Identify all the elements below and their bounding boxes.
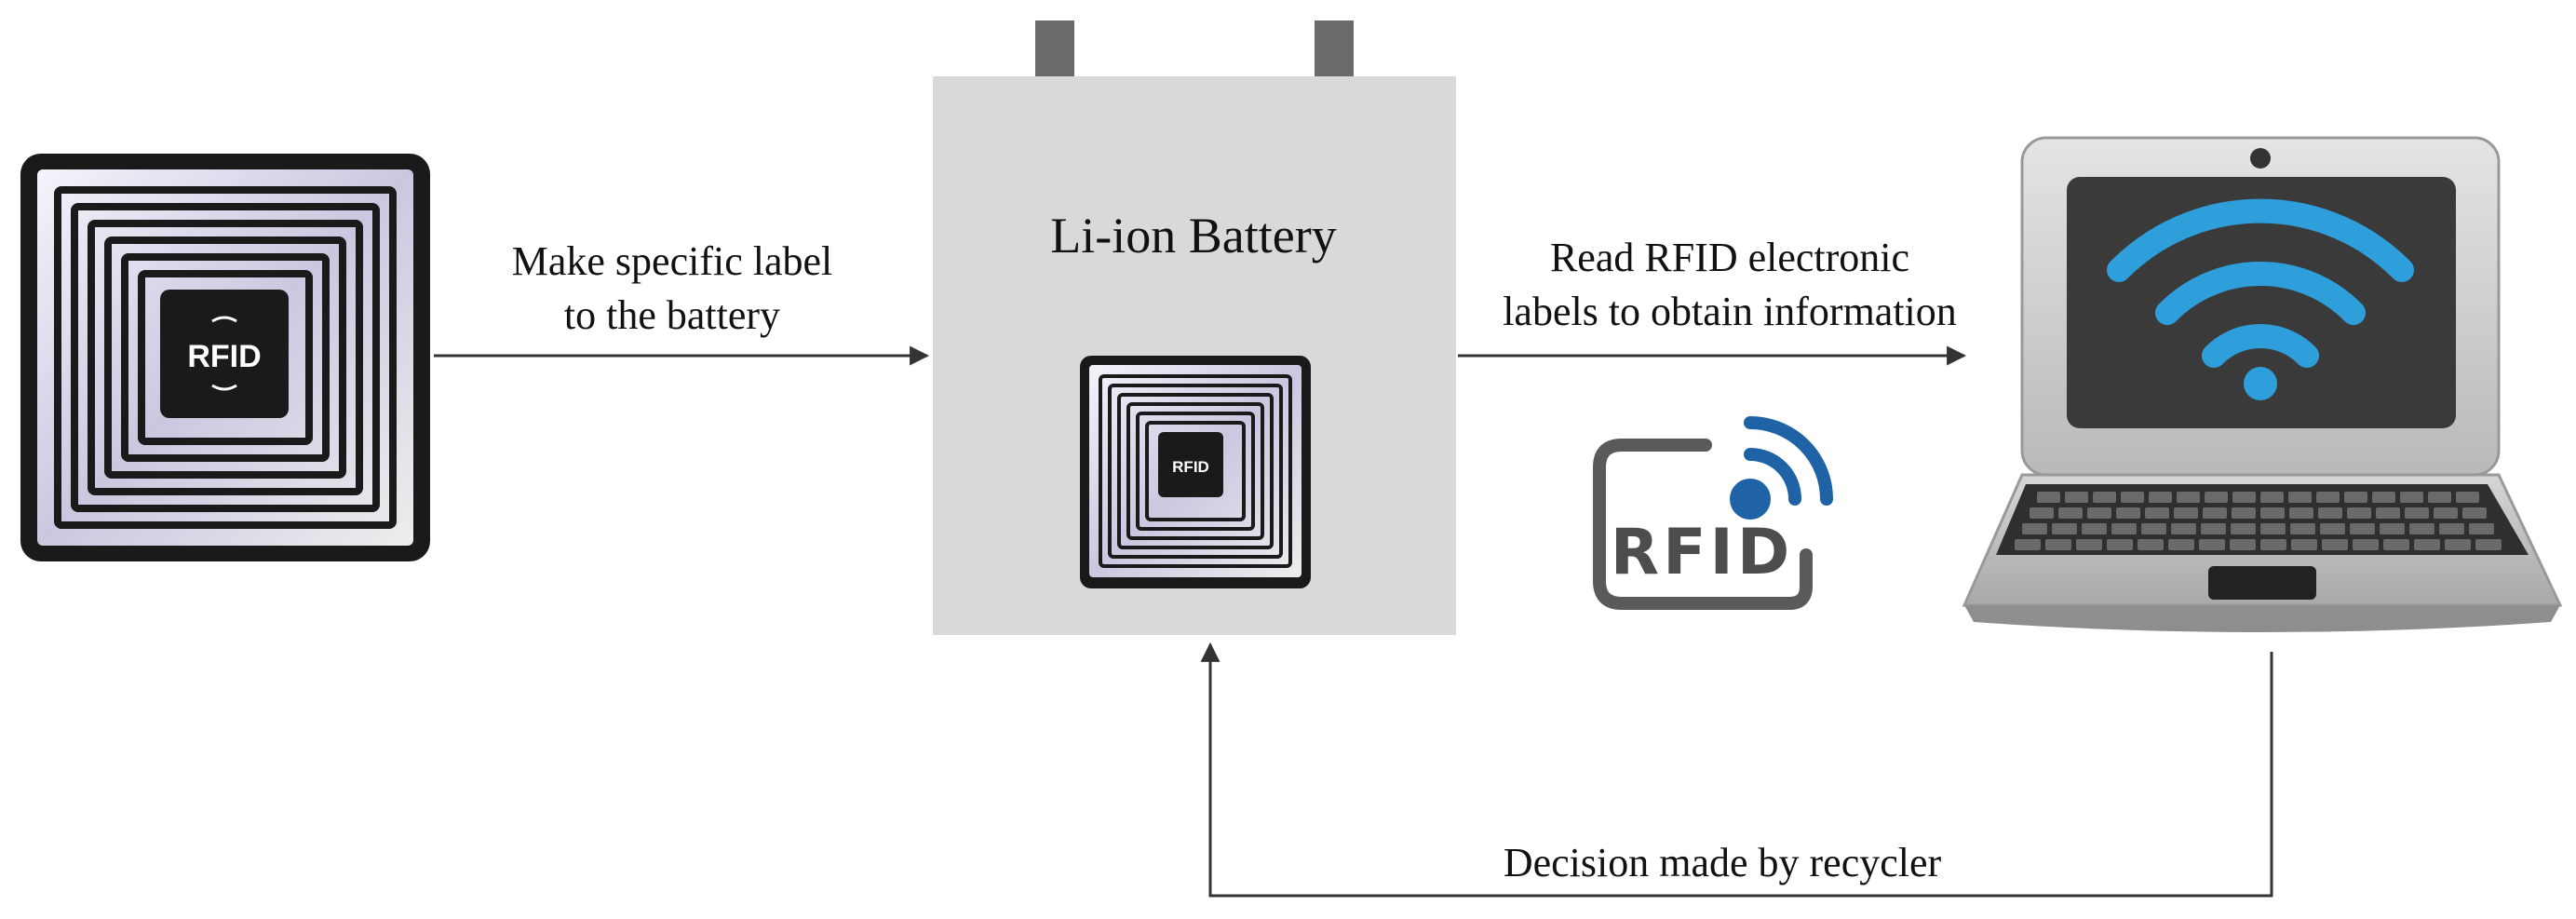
wifi-icon xyxy=(2107,198,2414,400)
rfid-tag-icon: RFID xyxy=(20,154,430,561)
step-read-line1: Read RFID electronic xyxy=(1549,235,1910,280)
step-read-caption: Read RFID electronic labels to obtain in… xyxy=(1441,231,2018,339)
rfid-logo-text: RFID xyxy=(1611,516,1794,589)
rfid-chip-label: RFID xyxy=(187,339,261,374)
arrow-decision-feedback xyxy=(1200,642,2273,898)
step-decision-caption: Decision made by recycler xyxy=(1503,840,1942,885)
battery-title: Li-ion Battery xyxy=(1050,208,1337,264)
rfid-logo-icon: RFID xyxy=(1593,416,1833,610)
step-label-caption: Make specific label to the battery xyxy=(439,235,905,343)
step-label-line2: to the battery xyxy=(563,292,781,338)
battery-rfid-tag-icon: RFID xyxy=(1080,356,1311,588)
battery-rfid-chip-label: RFID xyxy=(1172,458,1209,476)
step-read-line2: labels to obtain information xyxy=(1503,289,1957,334)
laptop-icon xyxy=(1962,136,2563,632)
step-label-line1: Make specific label xyxy=(511,238,833,284)
